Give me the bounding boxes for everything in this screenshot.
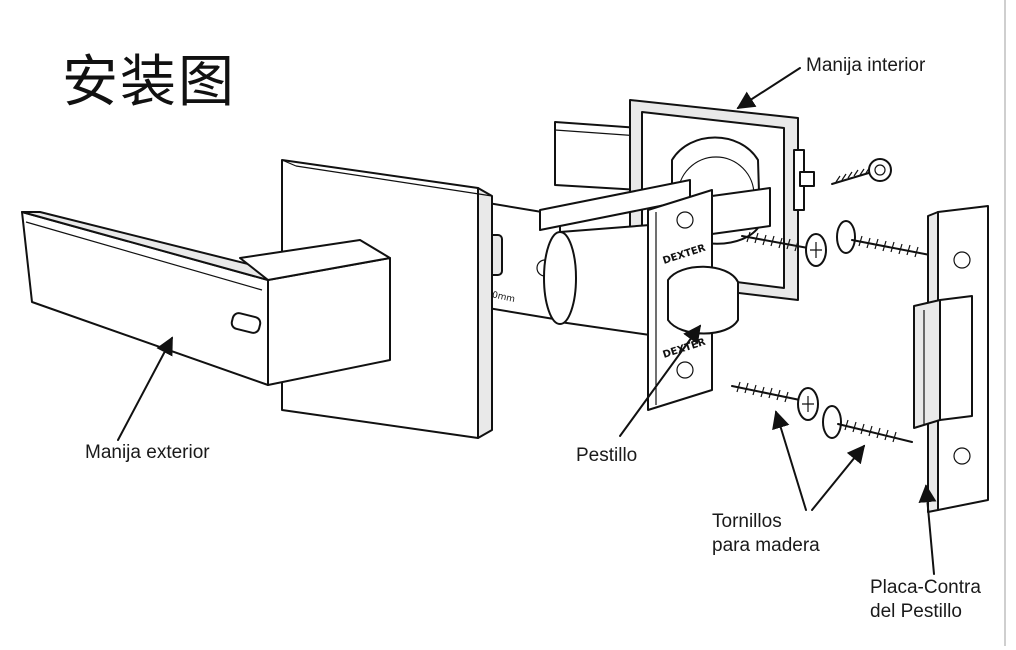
strike-plate (913, 205, 989, 513)
leader-arrows (117, 67, 937, 575)
label-tornillos: Tornillos para madera (712, 510, 820, 558)
spindle-bar (711, 187, 771, 235)
small-pin-screw (831, 158, 892, 185)
wood-screw-1 (741, 231, 827, 267)
diagram-title: 安装图 (62, 50, 236, 115)
arrow-tornillo-2 (811, 444, 866, 511)
arrow-placa (918, 484, 937, 575)
wood-screw-4 (822, 405, 913, 443)
label-placa-line2: del Pestillo (870, 601, 962, 622)
exterior-lever (21, 211, 391, 386)
arrow-pestillo (619, 324, 702, 437)
label-placa: Placa-Contra del Pestillo (870, 576, 981, 624)
label-tornillos-line2: para madera (712, 535, 820, 556)
wood-screw-3 (731, 381, 819, 421)
label-placa-line1: Placa-Contra (870, 577, 981, 598)
label-tornillos-line1: Tornillos (712, 511, 782, 532)
arrow-tornillo-1 (772, 410, 807, 511)
arrow-manija-exterior (117, 336, 173, 441)
label-manija-interior: Manija interior (806, 55, 926, 76)
arrow-manija-interior (736, 67, 801, 109)
rear-spindle-plate (554, 121, 641, 191)
label-pestillo: Pestillo (576, 445, 638, 466)
wood-screw-2 (836, 220, 931, 258)
label-manija-exterior: Manija exterior (85, 442, 210, 463)
